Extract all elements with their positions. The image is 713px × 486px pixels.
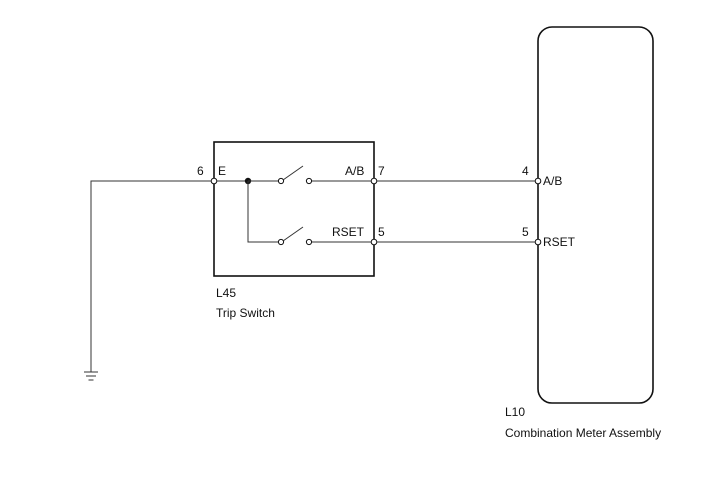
- trip-switch-pin-ab-number: 7: [378, 164, 385, 178]
- trip-switch-pin-e-number: 6: [197, 164, 204, 178]
- trip-switch-body: [213, 141, 375, 277]
- terminal-icon: [534, 177, 542, 185]
- meter-connector-id: L10: [505, 405, 525, 419]
- meter-pin-rset-label: RSET: [543, 235, 576, 249]
- trip-switch-name: Trip Switch: [216, 306, 275, 320]
- ground-wire: [90, 180, 214, 372]
- trip-switch-pin-ab-label: A/B: [345, 164, 364, 178]
- terminal-icon: [210, 177, 218, 185]
- trip-switch-pin-rset-number: 5: [378, 225, 385, 239]
- combination-meter-body: [537, 26, 654, 404]
- terminal-icon: [534, 238, 542, 246]
- internal-rset-feed-wire: [247, 181, 281, 243]
- terminal-icon: [370, 238, 378, 246]
- trip-switch-pin-rset-label: RSET: [332, 225, 365, 239]
- ab-switch-icon: [277, 165, 313, 185]
- trip-switch-connector-id: L45: [216, 286, 236, 300]
- terminal-icon: [370, 177, 378, 185]
- meter-pin-ab-label: A/B: [543, 174, 562, 188]
- meter-name: Combination Meter Assembly: [505, 426, 661, 440]
- meter-pin-rset-number: 5: [522, 225, 529, 239]
- ground-icon: [84, 371, 98, 381]
- meter-pin-ab-number: 4: [522, 164, 529, 178]
- trip-switch-pin-e-label: E: [218, 164, 226, 178]
- rset-switch-icon: [277, 226, 313, 246]
